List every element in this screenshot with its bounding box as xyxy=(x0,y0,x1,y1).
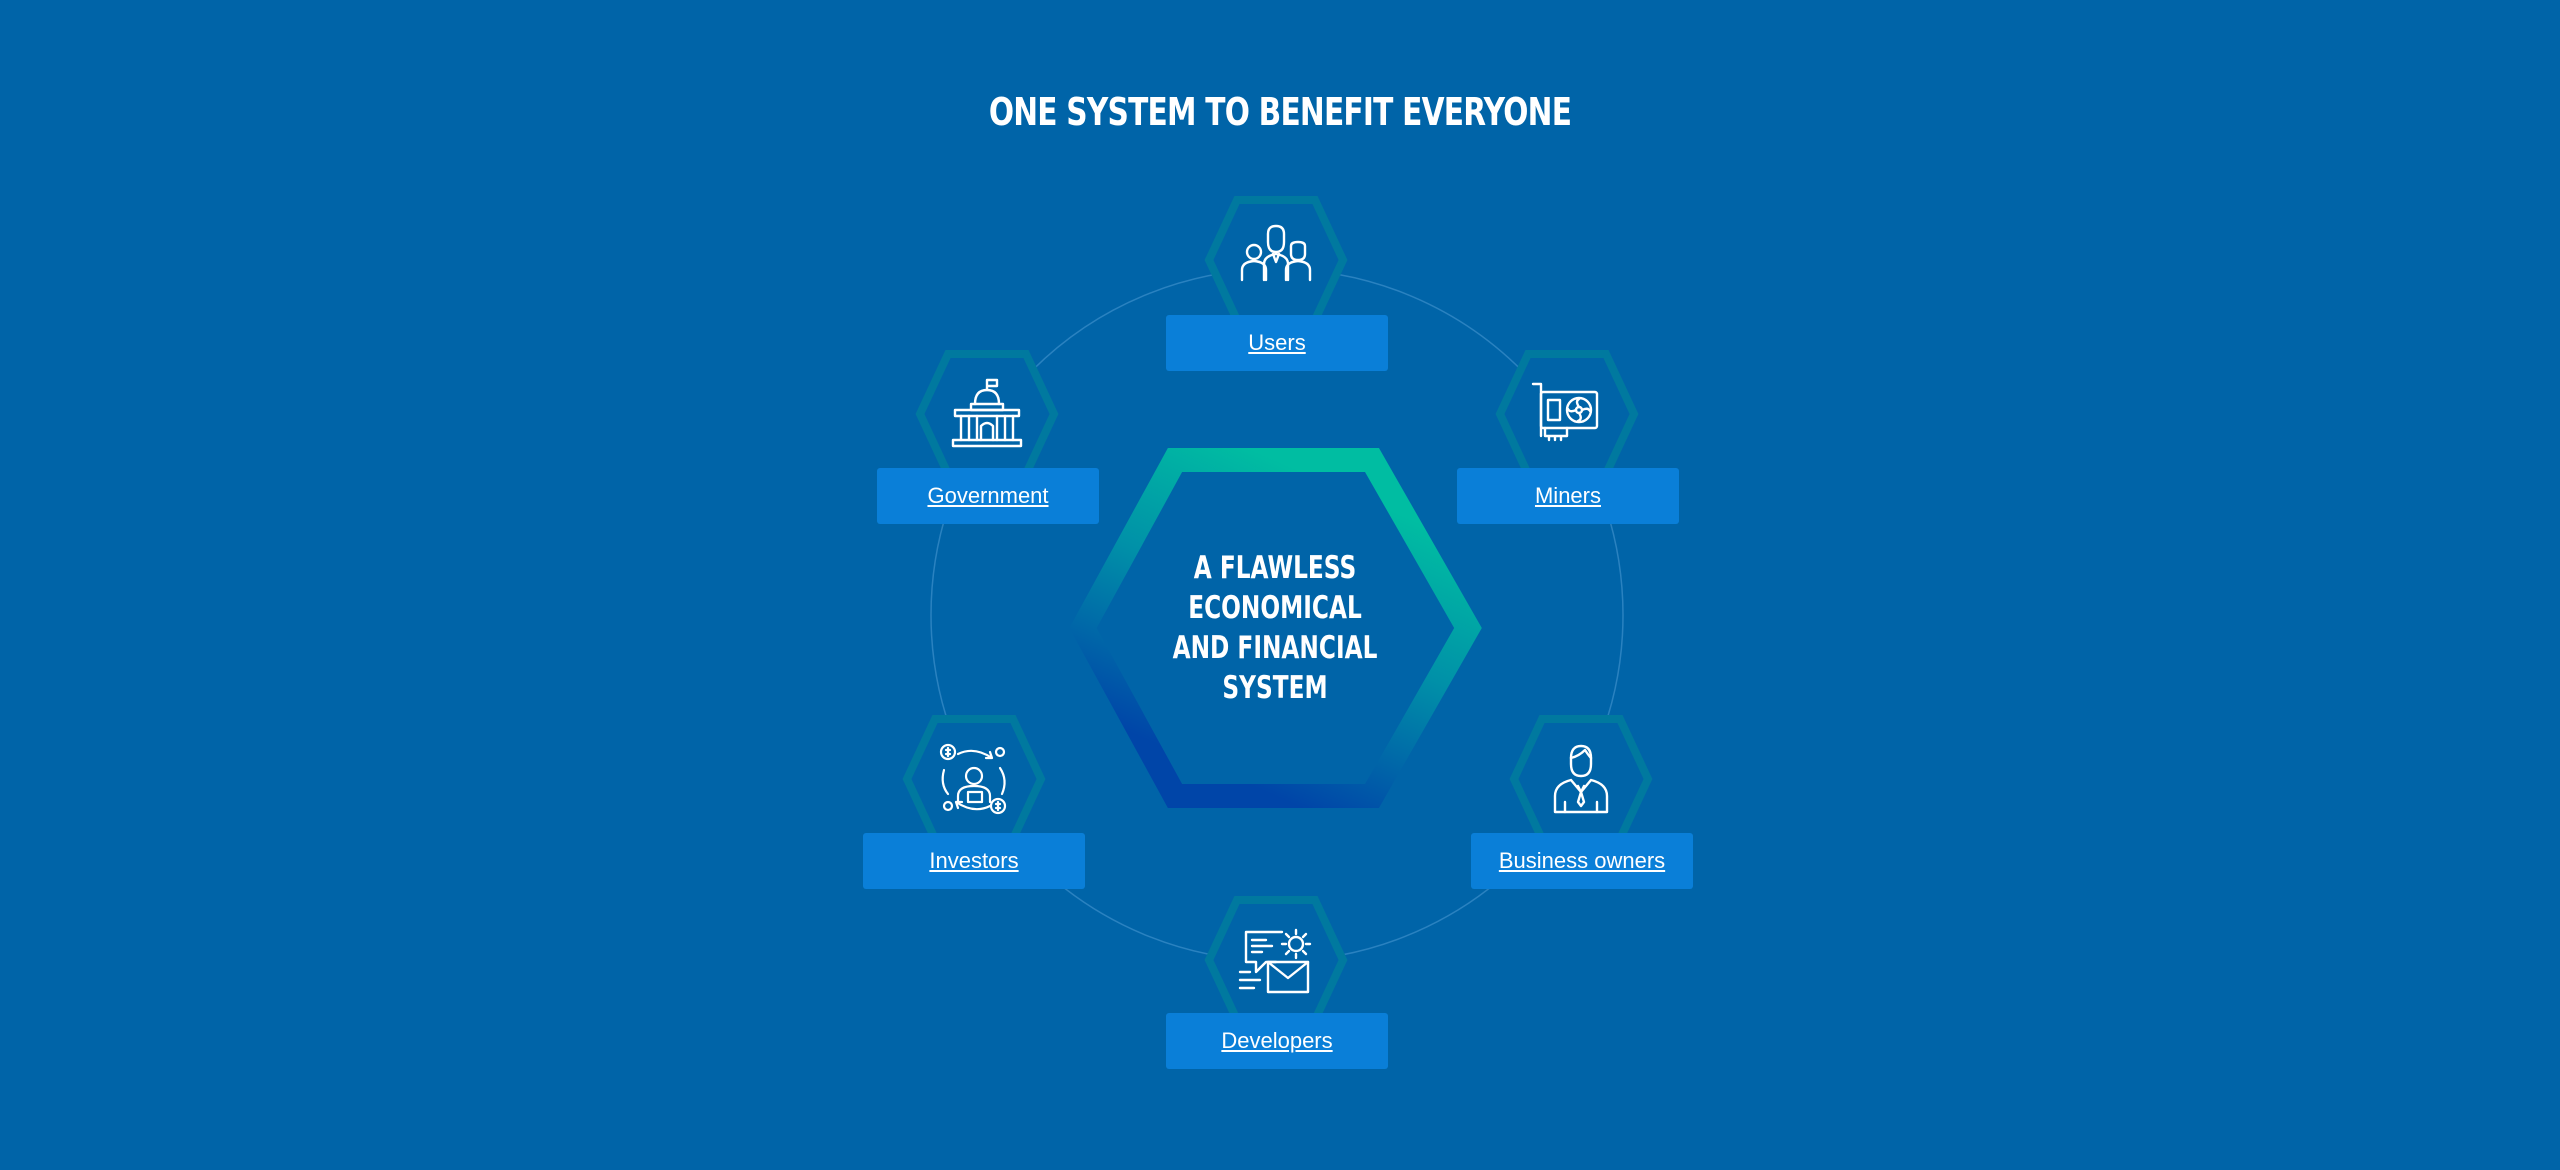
central-hexagon xyxy=(1069,448,1482,808)
investors-link[interactable]: Investors xyxy=(863,833,1085,889)
center-line-1: A FLAWLESS xyxy=(1193,550,1357,586)
government-link[interactable]: Government xyxy=(877,468,1099,524)
business-owners-link[interactable]: Business owners xyxy=(1471,833,1693,889)
center-statement: A FLAWLESS ECONOMICAL AND FINANCIAL SYST… xyxy=(1170,548,1380,708)
center-line-4: SYSTEM xyxy=(1222,670,1328,706)
graphics-card-icon xyxy=(1531,382,1599,442)
investor-money-cycle-icon xyxy=(939,743,1007,815)
businessman-icon xyxy=(1553,744,1609,814)
page-title: ONE SYSTEM TO BENEFIT EVERYONE xyxy=(988,90,1572,134)
miners-link[interactable]: Miners xyxy=(1457,468,1679,524)
users-link[interactable]: Users xyxy=(1166,315,1388,371)
center-line-2: ECONOMICAL xyxy=(1188,590,1362,626)
users-group-icon xyxy=(1240,224,1312,282)
center-line-3: AND FINANCIAL xyxy=(1172,630,1378,666)
developers-link[interactable]: Developers xyxy=(1166,1013,1388,1069)
government-building-icon xyxy=(951,378,1023,448)
developer-code-icon xyxy=(1238,928,1312,994)
